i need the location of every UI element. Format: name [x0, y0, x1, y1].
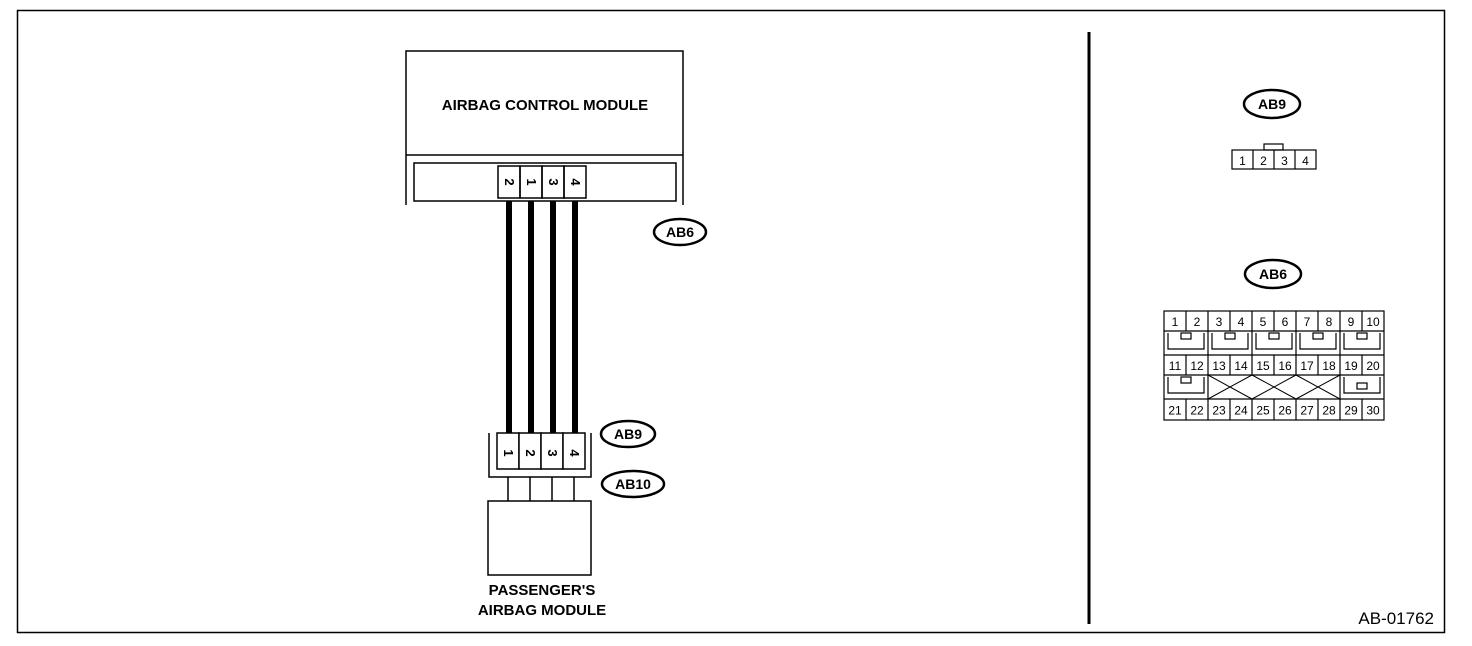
airbag-control-module: AIRBAG CONTROL MODULE: [405, 50, 684, 205]
ab6-pin-10: 10: [1366, 315, 1380, 329]
ab9-face-pin: 2: [1260, 154, 1267, 168]
ab6-pin-22: 22: [1190, 404, 1204, 418]
ab6-pin-4: 4: [1238, 315, 1245, 329]
ab9-callout: AB9: [599, 419, 657, 449]
ab9-pin-label: 1: [501, 449, 516, 456]
harness-wires: [506, 201, 578, 433]
ab6-pin-9: 9: [1348, 315, 1355, 329]
module-connector-ab6: [413, 162, 677, 202]
ab9-pin-label: 4: [567, 449, 582, 457]
ab6-pin-6: 6: [1282, 315, 1289, 329]
ab9-face-label: AB9: [1258, 96, 1286, 112]
ab6-callout: AB6: [652, 217, 708, 247]
module-pin-label: 3: [546, 178, 561, 185]
ab6-pin-29: 29: [1344, 404, 1358, 418]
passenger-airbag-module: PASSENGER'S AIRBAG MODULE: [478, 500, 606, 619]
ab6-pin-17: 17: [1300, 359, 1314, 373]
module-connector-pins: 2 1 3 4: [497, 165, 587, 199]
figure-id: AB-01762: [1358, 609, 1434, 628]
ab6-pin-26: 26: [1278, 404, 1292, 418]
ab6-pin-28: 28: [1322, 404, 1336, 418]
ab10-callout-label: AB10: [615, 476, 651, 492]
ab10-callout: AB10: [600, 469, 666, 499]
ab9-connector-face: AB9 1 2 3 4: [1231, 88, 1317, 170]
ab9-face-pin: 1: [1239, 154, 1246, 168]
ab6-callout-label: AB6: [666, 224, 694, 240]
ab6-pin-18: 18: [1322, 359, 1336, 373]
ab6-pin-12: 12: [1190, 359, 1204, 373]
ab6-pin-11: 11: [1169, 359, 1182, 373]
ab6-pin-13: 13: [1212, 359, 1226, 373]
ab9-face-pin: 3: [1281, 154, 1288, 168]
ab6-blank-cavities: [1207, 374, 1341, 400]
ab6-latches: [1167, 332, 1381, 394]
ab6-pin-14: 14: [1234, 359, 1248, 373]
ab6-cell-dividers: [1185, 311, 1363, 420]
ab6-pin-5: 5: [1260, 315, 1267, 329]
ab6-face-label: AB6: [1259, 266, 1287, 282]
ab6-pin-2: 2: [1194, 315, 1201, 329]
ab10-wires: [507, 477, 575, 501]
ab6-pin-27: 27: [1300, 404, 1314, 418]
control-module-label: AIRBAG CONTROL MODULE: [442, 97, 648, 114]
passenger-module-label-line2: AIRBAG MODULE: [478, 602, 606, 619]
diagram-frame: [16, 9, 1446, 634]
ab6-pin-8: 8: [1326, 315, 1333, 329]
ab6-pin-25: 25: [1256, 404, 1270, 418]
ab6-pin-23: 23: [1212, 404, 1226, 418]
ab6-pin-7: 7: [1304, 315, 1311, 329]
ab6-pin-24: 24: [1234, 404, 1248, 418]
ab6-pin-1: 1: [1172, 315, 1179, 329]
ab6-pin-15: 15: [1256, 359, 1270, 373]
ab6-pin-3: 3: [1216, 315, 1223, 329]
ab6-pin-16: 16: [1278, 359, 1292, 373]
module-pin-label: 1: [524, 178, 539, 185]
ab9-pin-label: 3: [545, 449, 560, 456]
ab6-pin-30: 30: [1366, 404, 1380, 418]
module-pin-label: 2: [502, 178, 517, 185]
ab6-pin-19: 19: [1344, 359, 1358, 373]
inline-connector-ab9: 1 2 3 4: [488, 432, 592, 478]
ab6-pin-21: 21: [1168, 404, 1182, 418]
ab9-face-pin: 4: [1302, 154, 1309, 168]
module-pin-label: 4: [568, 178, 583, 186]
ab6-pin-20: 20: [1366, 359, 1380, 373]
passenger-module-label-line1: PASSENGER'S: [489, 582, 596, 599]
ab9-callout-label: AB9: [614, 426, 642, 442]
ab9-pin-label: 2: [523, 449, 538, 456]
